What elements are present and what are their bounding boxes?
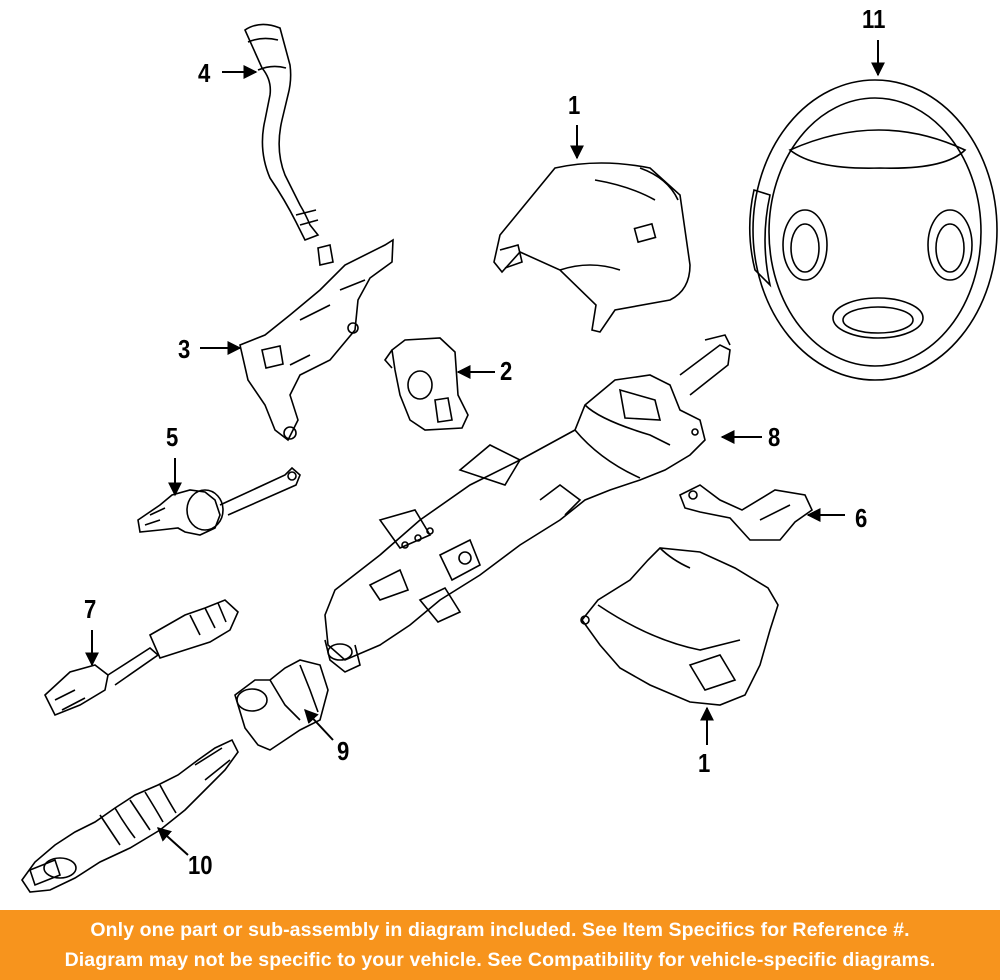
steering-column-exploded-diagram bbox=[0, 0, 1000, 910]
disclaimer-line-2: Diagram may not be specific to your vehi… bbox=[64, 949, 936, 971]
callout-9: 9 bbox=[337, 736, 350, 766]
part-lower-shaft-boot bbox=[22, 740, 238, 892]
part-shift-lever bbox=[245, 24, 318, 240]
callout-7: 7 bbox=[84, 594, 97, 624]
callout-8: 8 bbox=[768, 422, 781, 452]
part-shift-bracket bbox=[240, 240, 393, 440]
callout-2: 2 bbox=[500, 356, 513, 386]
part-lower-shroud bbox=[581, 548, 778, 705]
part-ignition-housing bbox=[385, 338, 468, 430]
callout-10: 10 bbox=[188, 850, 213, 880]
part-upper-shroud-top bbox=[494, 163, 690, 332]
leader-arrows bbox=[85, 40, 885, 856]
callout-3: 3 bbox=[178, 334, 191, 364]
part-steering-wheel bbox=[750, 80, 997, 380]
callout-4: 4 bbox=[198, 58, 211, 88]
part-multifunction-switch bbox=[138, 468, 300, 535]
callout-1-top: 1 bbox=[568, 90, 581, 120]
callout-5: 5 bbox=[166, 422, 179, 452]
callout-6: 6 bbox=[855, 503, 868, 533]
part-intermediate-shaft bbox=[45, 600, 238, 715]
part-steering-column bbox=[325, 335, 730, 672]
callout-11: 11 bbox=[862, 4, 886, 34]
part-lock-housing bbox=[235, 660, 328, 750]
part-bracket bbox=[680, 485, 812, 540]
arrow-9 bbox=[304, 708, 334, 741]
arrow-10 bbox=[156, 827, 189, 856]
disclaimer-line-1: Only one part or sub-assembly in diagram… bbox=[90, 919, 910, 941]
disclaimer-banner: Only one part or sub-assembly in diagram… bbox=[0, 910, 1000, 980]
callout-1-bottom: 1 bbox=[698, 748, 711, 778]
